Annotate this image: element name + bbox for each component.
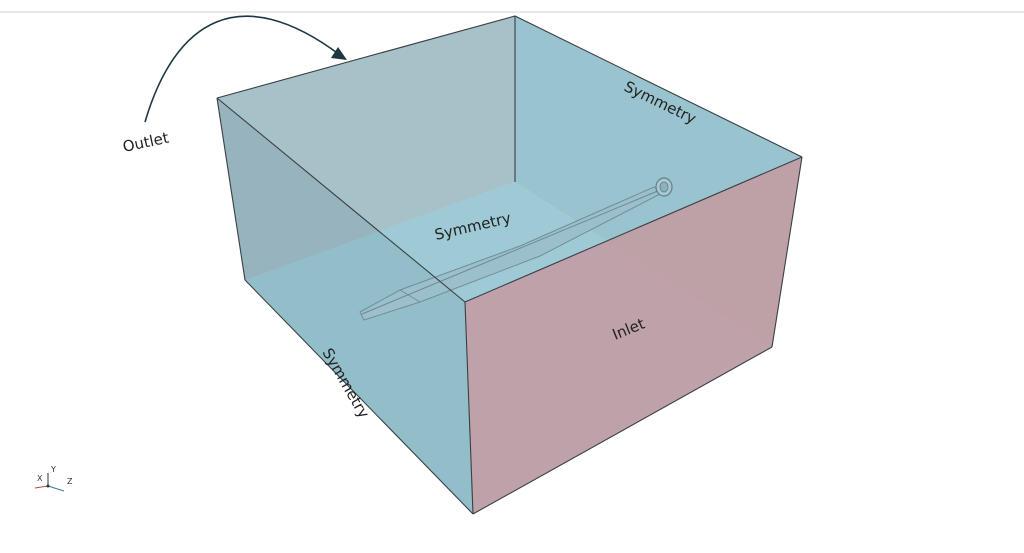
- hull-body: [359, 177, 673, 321]
- outlet-arrow: [144, 15, 347, 123]
- outlet-label: Outlet: [121, 129, 170, 156]
- top-face: [217, 16, 802, 302]
- box-edges: [216, 15, 803, 515]
- symmetry-face-front-left: [217, 98, 473, 514]
- axis-z-label: Z: [67, 477, 73, 486]
- inlet-face: [465, 157, 802, 514]
- axis-y-label: Y: [50, 465, 56, 474]
- axis-triad: X Y Z: [34, 465, 73, 492]
- axis-x-label: X: [37, 474, 43, 483]
